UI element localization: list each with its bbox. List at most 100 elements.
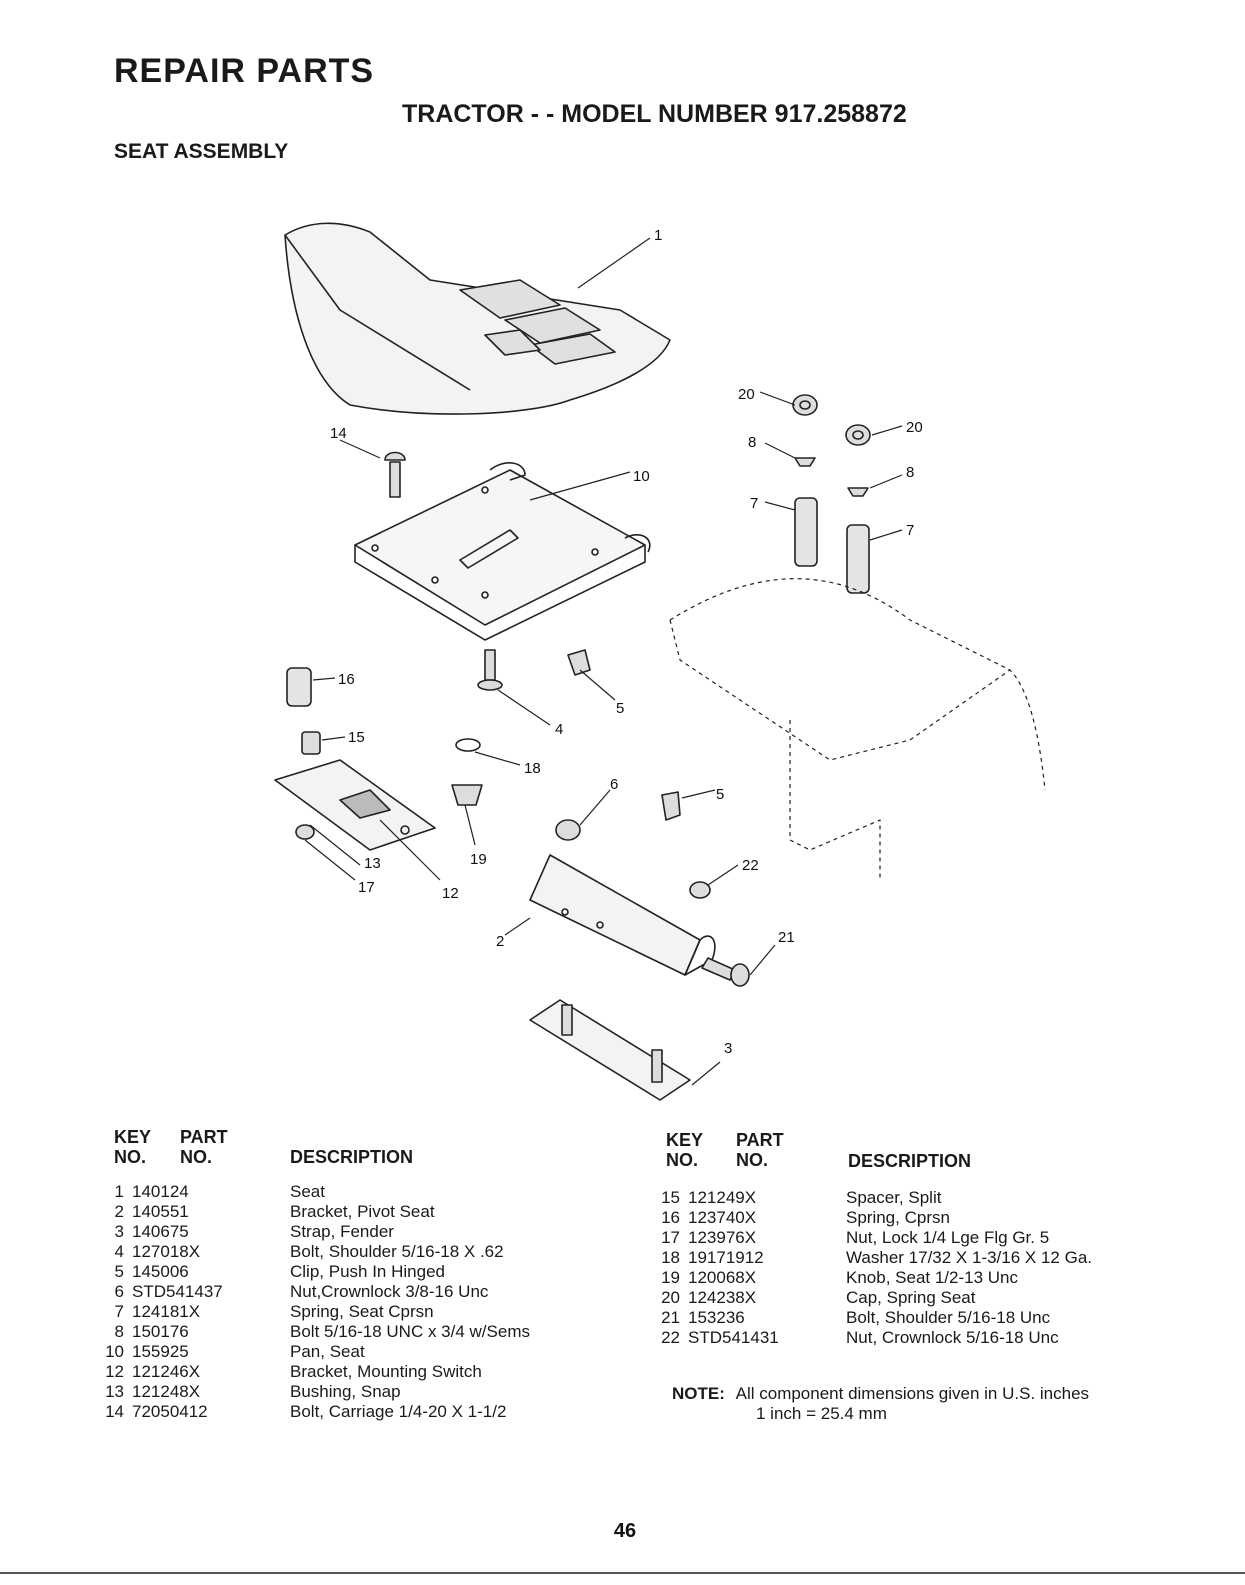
left-key-header: KEY NO. [114, 1127, 151, 1167]
part-number: 121246X [132, 1362, 201, 1381]
part-number: 155925 [132, 1342, 189, 1361]
callout-labels: 1 14 10 20 20 8 8 7 7 16 15 4 5 18 6 5 1… [330, 227, 923, 1057]
part-description: Cap, Spring Seat [846, 1288, 976, 1307]
key-number: 14 [105, 1402, 124, 1421]
part-description: Bolt 5/16-18 UNC x 3/4 w/Sems [290, 1322, 530, 1341]
table-row: 8 150176 Bolt 5/16-18 UNC x 3/4 w/Sems [98, 1322, 530, 1342]
table-row: 2 140551 Bracket, Pivot Seat [98, 1202, 530, 1222]
part-description: Bolt, Shoulder 5/16-18 Unc [846, 1308, 1051, 1327]
switch-bracket-part [274, 731, 436, 851]
callout-8a: 8 [748, 434, 756, 451]
left-description-header: DESCRIPTION [290, 1147, 414, 1167]
part-number: 72050412 [132, 1402, 208, 1421]
key-number: 20 [661, 1288, 680, 1307]
carriage-bolt-part [384, 451, 406, 498]
key-number: 17 [661, 1228, 680, 1247]
callout-1: 1 [654, 227, 662, 244]
callout-18: 18 [524, 760, 541, 777]
section-heading: SEAT ASSEMBLY [114, 140, 289, 163]
part-description: Pan, Seat [290, 1342, 365, 1361]
key-number: 5 [114, 1262, 124, 1281]
left-part-header: PART NO. [180, 1127, 228, 1167]
table-row: 15 121249X Spacer, Split [654, 1188, 1092, 1208]
callout-5b: 5 [716, 786, 724, 803]
key-number: 6 [114, 1282, 124, 1301]
part-number: 150176 [132, 1322, 189, 1341]
callout-2: 2 [496, 933, 504, 950]
part-description: Bolt, Shoulder 5/16-18 X .62 [290, 1242, 504, 1261]
part-description: Nut,Crownlock 3/8-16 Unc [290, 1282, 489, 1301]
page-title: REPAIR PARTS [114, 52, 375, 90]
callout-7a: 7 [750, 495, 758, 512]
callout-12: 12 [442, 885, 459, 902]
part-number: 140551 [132, 1202, 189, 1221]
model-number-heading: TRACTOR - - MODEL NUMBER 917.258872 [402, 100, 907, 128]
part-number: 124238X [688, 1288, 757, 1307]
callout-19: 19 [470, 851, 487, 868]
part-number: 121249X [688, 1188, 757, 1207]
key-label: KEY [666, 1130, 704, 1150]
part-number: 140675 [132, 1222, 189, 1241]
table-row: 20 124238X Cap, Spring Seat [654, 1288, 1092, 1308]
table-row: 6 STD541437 Nut,Crownlock 3/8-16 Unc [98, 1282, 530, 1302]
callout-4: 4 [555, 721, 563, 738]
part-number: 123740X [688, 1208, 757, 1227]
part-number: STD541437 [132, 1282, 223, 1301]
part-description: Bracket, Pivot Seat [290, 1202, 435, 1221]
key-number: 13 [105, 1382, 124, 1401]
part-description: Bushing, Snap [290, 1382, 401, 1401]
key-number: 4 [114, 1242, 124, 1261]
seat-pan-part [354, 462, 651, 641]
part-description: Spring, Seat Cprsn [290, 1302, 434, 1321]
part-number: 121248X [132, 1382, 201, 1401]
part-description: Spacer, Split [846, 1188, 942, 1207]
pivot-bracket-part [529, 854, 716, 976]
spring-cap-part [792, 394, 871, 497]
key-number: 7 [114, 1302, 124, 1321]
table-row: 7 124181X Spring, Seat Cprsn [98, 1302, 530, 1322]
callout-8b: 8 [906, 464, 914, 481]
part-description: Washer 17/32 X 1-3/16 X 12 Ga. [846, 1248, 1093, 1267]
part-description: Nut, Crownlock 5/16-18 Unc [846, 1328, 1059, 1347]
key-number: 8 [114, 1322, 124, 1341]
part-label: PART [736, 1130, 784, 1150]
table-row: 13 121248X Bushing, Snap [98, 1382, 530, 1402]
callout-13: 13 [364, 855, 381, 872]
right-key-header: KEY NO. [666, 1130, 703, 1170]
key-number: 3 [114, 1222, 124, 1241]
note-line-1: All component dimensions given in U.S. i… [735, 1384, 1090, 1403]
key-label: KEY [114, 1127, 152, 1147]
no-label: NO. [736, 1150, 769, 1170]
callout-15: 15 [348, 729, 365, 746]
seat-assembly-diagram: 1 14 10 20 20 8 8 7 7 16 15 4 5 18 6 5 1… [274, 222, 1046, 1101]
key-number: 2 [114, 1202, 124, 1221]
part-number: 153236 [688, 1308, 745, 1327]
seat-part [284, 222, 671, 415]
push-clip-part [567, 649, 681, 821]
dimension-note: NOTE: All component dimensions given in … [672, 1384, 1089, 1424]
note-label: NOTE: [672, 1384, 725, 1403]
callout-14: 14 [330, 425, 347, 442]
callout-21: 21 [778, 929, 795, 946]
note-line-2: 1 inch = 25.4 mm [756, 1404, 887, 1423]
part-number: 124181X [132, 1302, 201, 1321]
spring-part [286, 497, 870, 707]
part-description: Bolt, Carriage 1/4-20 X 1-1/2 [290, 1402, 507, 1421]
part-number: 120068X [688, 1268, 757, 1287]
shoulder-bolt-part [451, 649, 503, 806]
key-number: 15 [661, 1188, 680, 1207]
fender-outline [669, 578, 1046, 880]
callout-20a: 20 [738, 386, 755, 403]
key-number: 18 [661, 1248, 680, 1267]
right-part-header: PART NO. [736, 1130, 784, 1170]
